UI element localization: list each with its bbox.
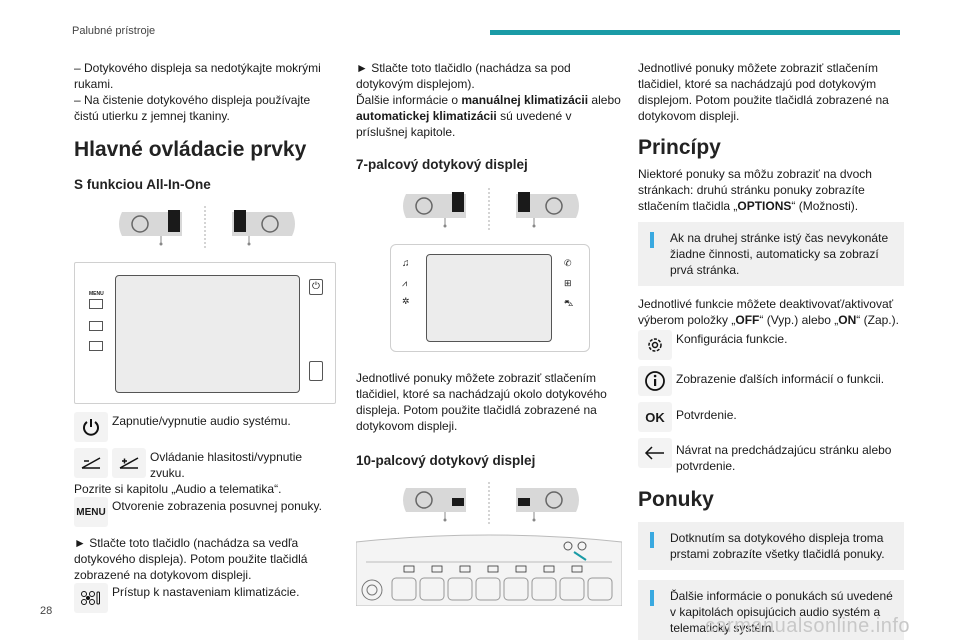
ten-inch-console-figure [356, 532, 622, 606]
section-heading-principles: Princípy [638, 136, 721, 159]
climate-fan-icon [74, 583, 108, 613]
info-icon [638, 366, 672, 396]
seven-inch-description: Jednotlivé ponuky môžete zobraziť stlače… [356, 371, 607, 433]
ten-inch-console-drawing [356, 534, 622, 606]
steering-wheel-lhd-rhd-icon [119, 206, 295, 250]
toggle-text: Jednotlivé funkcie môžete deaktivovať/ak… [638, 296, 904, 328]
principles-prefix: Niektoré ponuky sa môžu zobraziť na dvoc… [638, 167, 872, 213]
more-info-mid: alebo [588, 93, 621, 107]
screen-menu-label: MENU [89, 291, 104, 297]
press-below-screen: ► Stlačte toto tlačidlo (nachádza sa pod… [356, 61, 571, 91]
toggle-mid: “ (Vyp.) alebo „ [759, 313, 839, 327]
back-description: Návrat na predchádzajúcu stránku alebo p… [676, 443, 892, 473]
list-item-volume: Ovládanie hlasitosti/vypnutie zvuku. [74, 448, 336, 481]
steering-wheel-figure-10 [356, 480, 622, 526]
more-info-suffix: sú uvedené v príslušnej kapitole. [356, 109, 572, 139]
menus-intro: Jednotlivé ponuky môžete zobraziť stlače… [638, 61, 889, 123]
auto-climate-bold: automatickej klimatizácii [356, 109, 497, 123]
list-item-menu: MENU Otvorenie zobrazenia posuvnej ponuk… [74, 497, 336, 527]
intro-line-2: – Na čistenie dotykového displeja použív… [74, 93, 311, 123]
steering-wheel-lhd-rhd-icon [403, 482, 579, 524]
ok-description: Potvrdenie. [676, 408, 737, 422]
principles-text: Niektoré ponuky sa môžu zobraziť na dvoc… [638, 166, 904, 214]
intro-line-1: – Dotykového displeja sa nedotýkajte mok… [74, 61, 321, 91]
options-bold: OPTIONS [737, 199, 792, 213]
ok-icon: OK [638, 402, 672, 432]
volume-up-button [89, 321, 103, 331]
toggle-suffix: “ (Zap.). [856, 313, 899, 327]
power-description: Zapnutie/vypnutie audio systému. [112, 414, 291, 428]
volume-note: Pozrite si kapitolu „Audio a telematika“… [74, 482, 282, 496]
column-right: Jednotlivé ponuky môžete zobraziť stlače… [638, 60, 904, 640]
menu-icon: MENU [74, 497, 108, 527]
power-button: ⏻ [309, 279, 323, 295]
toggle-on-bold: ON [838, 313, 857, 327]
subheading-all-in-one: S funkciou All-In-One [74, 177, 211, 192]
music-icon: ♫ [402, 258, 410, 269]
principles-suffix: “ (Možnosti). [791, 199, 859, 213]
more-info-climate: Ďalšie informácie o manuálnej klimatizác… [356, 92, 622, 140]
menu-icon-label: MENU [76, 506, 106, 518]
phone-icon: ✆ [564, 258, 572, 268]
climate-fan-icon: ✲ [402, 296, 410, 306]
heading-10-inch: 10-palcový dotykový displej [356, 453, 536, 468]
note-box-three-fingers: Dotknutím sa dotykového displeja troma p… [638, 522, 904, 570]
column-middle: ► Stlačte toto tlačidlo (nachádza sa pod… [356, 60, 622, 606]
watermark-text: carmanualsonline.info [704, 615, 910, 637]
info-bar-icon [650, 534, 654, 548]
steering-wheel-figure-7 [356, 186, 622, 234]
info-bar-icon [650, 234, 654, 248]
climate-button [309, 361, 323, 381]
list-item-ok: OK Potvrdenie. [638, 402, 904, 432]
car-icon: ⛍ [564, 298, 574, 308]
more-info-prefix: Ďalšie informácie o [356, 93, 462, 107]
seven-inch-screen-figure: ♫ ⩘ ✲ ✆ ⊞ ⛍ [356, 244, 622, 356]
page-header-title: Palubné prístroje [72, 25, 156, 37]
menu-button [89, 299, 103, 309]
note-box-more-info: Ďalšie informácie o ponukách sú uvedené … [638, 580, 904, 640]
column-left: – Dotykového displeja sa nedotýkajte mok… [74, 60, 336, 613]
info-description: Zobrazenie ďalších informácií o funkcii. [676, 372, 885, 386]
list-item-back: Návrat na predchádzajúcu stránku alebo p… [638, 438, 904, 474]
back-arrow-icon [638, 438, 672, 468]
ok-icon-label: OK [645, 409, 665, 425]
touchscreen-display [115, 275, 300, 393]
note-box-timeout: Ak na druhej stránke istý čas nevykonáte… [638, 222, 904, 286]
heading-7-inch: 7-palcový dotykový displej [356, 157, 528, 172]
climate-description: Prístup k nastaveniam klimatizácie. [112, 585, 300, 599]
list-item-power: Zapnutie/vypnutie audio systému. [74, 412, 336, 442]
steering-wheel-lhd-rhd-icon [403, 188, 579, 232]
power-icon [74, 412, 108, 442]
toggle-prefix: Jednotlivé funkcie môžete deaktivovať/ak… [638, 297, 894, 327]
apps-grid-icon: ⊞ [564, 278, 572, 288]
header-accent-bar [490, 30, 900, 35]
volume-down-icon [74, 448, 108, 478]
info-bar-icon [650, 592, 654, 606]
page-number: 28 [40, 605, 53, 617]
all-in-one-screen-figure: MENU ⏻ [74, 262, 336, 404]
list-item-config: Konfigurácia funkcie. [638, 330, 904, 360]
config-description: Konfigurácia funkcie. [676, 332, 788, 346]
volume-description: Ovládanie hlasitosti/vypnutie zvuku. [150, 450, 303, 480]
note-timeout-text: Ak na druhej stránke istý čas nevykonáte… [670, 231, 889, 277]
section-heading-main-controls: Hlavné ovládacie prvky [74, 138, 307, 161]
navigation-icon: ⩘ [402, 278, 408, 288]
section-heading-menus: Ponuky [638, 488, 714, 511]
volume-down-button [89, 341, 103, 351]
touchscreen-display [426, 254, 552, 342]
note-more-info-text: Ďalšie informácie o ponukách sú uvedené … [670, 589, 893, 635]
note-three-fingers-text: Dotknutím sa dotykového displeja troma p… [670, 531, 885, 561]
manual-climate-bold: manuálnej klimatizácii [461, 93, 589, 107]
settings-gear-icon [638, 330, 672, 360]
list-item-info: Zobrazenie ďalších informácií o funkcii. [638, 366, 904, 396]
toggle-off-bold: OFF [735, 313, 760, 327]
list-item-climate: Prístup k nastaveniam klimatizácie. [74, 583, 336, 613]
steering-wheel-figure [74, 202, 336, 258]
volume-up-icon [112, 448, 146, 478]
press-instruction: ► Stlačte toto tlačidlo (nachádza sa ved… [74, 536, 308, 582]
menu-description: Otvorenie zobrazenia posuvnej ponuky. [112, 499, 322, 513]
